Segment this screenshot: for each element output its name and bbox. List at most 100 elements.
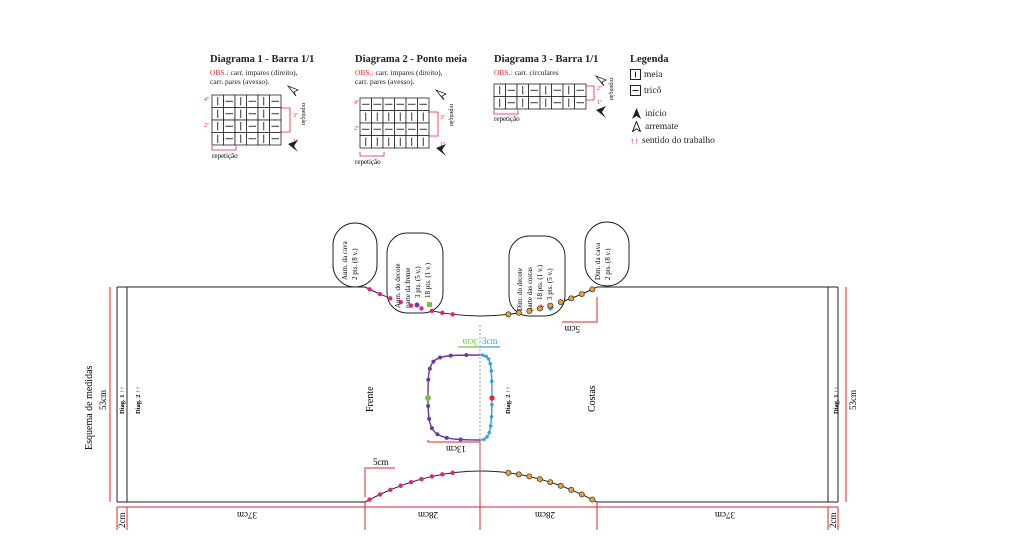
repeat-label-vertical: repetição [448,104,454,126]
bubble-text: Dim. da cava [594,242,602,280]
meas-5cm-top: 5cm [565,324,581,334]
stitch-cell [574,96,587,110]
bubble-text: 2 pts. (8 v.) [604,248,612,280]
stitch-cell [528,96,541,110]
diag2-label-left: Diag. 2 ↑↑ [135,386,142,414]
stitch-cell [257,107,270,121]
costas-label: Costas [587,385,598,412]
magenta-marker [398,299,403,305]
orange-marker [578,291,585,297]
green-square-icon [427,302,432,307]
orange-marker [589,286,596,293]
stitch-cell [394,110,407,124]
orange-marker [526,307,533,314]
blue-marker [487,430,491,435]
stitch-cell [371,110,384,124]
purple-marker [426,377,431,382]
orange-marker [515,471,522,478]
stitch-cell [405,122,418,136]
row-label: 3ª [440,115,445,121]
stitch-cell [223,107,236,121]
row-label: 2ª [204,123,209,129]
meas-3cm-green: 3cm [463,337,479,347]
magenta-marker [450,312,455,317]
stitch-cell [562,96,575,110]
stitch-cell [493,83,506,97]
bubble-text: 3 pts. (5 v.) [546,268,554,300]
magenta-marker [377,492,383,497]
stitch-cell [211,119,224,133]
magenta-marker [450,470,455,475]
blue-marker [486,357,491,361]
blue-marker [488,361,493,366]
height-right-label: 53cm [848,390,858,410]
stitch-cell [257,94,270,108]
magenta-marker [408,303,414,308]
meas-5cm-bottom: 5cm [373,457,389,467]
stitch-cell [405,110,418,124]
stitch-cell [211,132,224,146]
stitch-cell [539,83,552,97]
legend-label: arremate [645,121,679,132]
legend-label: tricô [644,85,662,96]
purple-marker [444,435,449,440]
orange-marker [536,305,543,312]
stitch-cell [405,97,418,111]
direction-arrows-icon: ↑↑ [630,136,639,146]
obs-label: OBS.: [494,68,513,77]
diagram-2-obs: OBS.: carr. impares (direito), carr. par… [355,68,443,86]
purple-marker [458,437,463,442]
bubble-text: parte das costas [526,267,534,311]
stitch-cell [257,132,270,146]
stitch-cell [382,122,395,136]
repeat-label-horizontal: repetição [212,152,238,160]
row-label: 3ª [293,113,298,119]
bubble-aum-decote: Aum. do decote parte da frente 3 pts. (5… [386,232,444,314]
magenta-marker [440,472,445,477]
stitch-cell [505,96,518,110]
meas-3cm-blue: 3cm [482,336,498,346]
stitch-cell [417,122,430,136]
stitch-cell [551,96,564,110]
orange-marker [505,311,512,318]
stitch-cell [371,122,384,136]
legend-item-meia: meia [630,69,662,80]
orange-marker [547,302,554,309]
stitch-cell [269,119,282,133]
stitch-cell [246,107,259,121]
diagram-2-grid [359,97,430,149]
orange-marker [578,491,585,498]
diagram-1-title: Diagrama 1 - Barra 1/1 [210,54,315,65]
diagram-3-grid [493,83,587,110]
repeat-label-horizontal: repetição [355,158,381,166]
orange-marker [536,476,543,483]
diagram-3-title: Diagrama 3 - Barra 1/1 [494,54,599,65]
stitch-cell [405,135,418,149]
purple-dot-icon [414,302,420,308]
green-marker [425,395,431,401]
blue-marker [488,424,493,428]
row-label: 1ª [440,142,445,148]
obs-label: OBS.: [355,68,374,77]
bubble-text: Aum. do decote [394,263,402,308]
stitch-cell [493,96,506,110]
meas-13cm: 13cm [446,444,466,454]
repeat-label-horizontal: repetição [494,115,520,123]
stitch-cell [234,107,247,121]
bottom-28cm-right: 28cm [535,510,555,520]
stitch-cell [246,132,259,146]
red-marker [489,395,495,401]
repeat-label-vertical: repetição [608,78,614,100]
row-label: 2ª [354,126,359,132]
height-left-label: 53cm [98,390,108,410]
legend-item-inicio: início [632,108,667,119]
bubble-text: 18 pts. (1 v.) [536,264,544,300]
stitch-cell [394,97,407,111]
orange-marker [557,299,564,306]
stitch-cell [223,132,236,146]
arremate-arrow-icon [286,85,299,97]
stitch-cell [394,122,407,136]
blue-marker [482,437,486,442]
stitch-cell [246,94,259,108]
